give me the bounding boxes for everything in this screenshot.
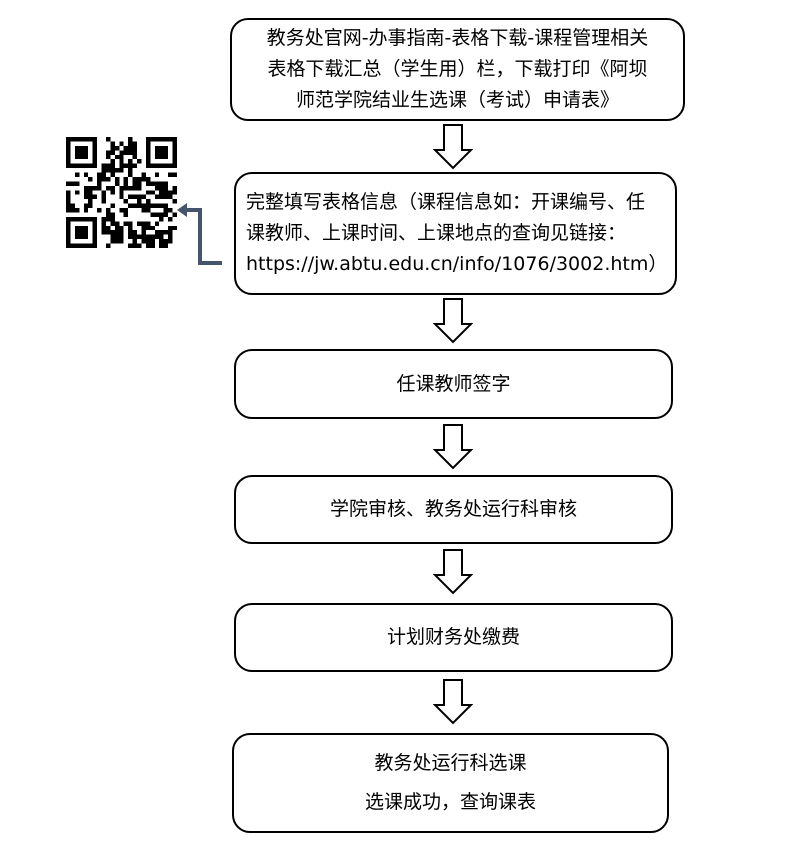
step-2-line: 课教师、上课时间、上课地点的查询见链接： — [246, 222, 627, 244]
step-4-line: 学院审核、教务处运行科审核 — [329, 498, 577, 520]
step-3-teacher-signature: 任课教师签字 — [234, 349, 673, 419]
step-5-payment: 计划财务处缴费 — [234, 603, 673, 672]
down-arrow-icon — [433, 679, 473, 725]
step-1-line: 表格下载汇总（学生用）栏，下载打印《阿坝 — [267, 58, 648, 80]
step-2-line: 完整填写表格信息（课程信息如：开课编号、任 — [246, 191, 646, 213]
step-5-line: 计划财务处缴费 — [386, 626, 520, 648]
step-4-review: 学院审核、教务处运行科审核 — [234, 475, 673, 544]
step-6-course-selection: 教务处运行科选课 选课成功，查询课表 — [232, 733, 669, 833]
down-arrow-icon — [433, 124, 473, 170]
step-2-link[interactable]: https://jw.abtu.edu.cn/info/1076/3002.ht… — [246, 253, 668, 275]
step-1-line: 教务处官网-办事指南-表格下载-课程管理相关 — [266, 27, 649, 49]
step-1-line: 师范学院结业生选课（考试）申请表》 — [295, 89, 619, 111]
connector-arrow-icon — [177, 203, 222, 265]
step-6-line: 选课成功，查询课表 — [364, 791, 536, 813]
step-2-fill-form: 完整填写表格信息（课程信息如：开课编号、任 课教师、上课时间、上课地点的查询见链… — [234, 172, 677, 295]
down-arrow-icon — [433, 298, 473, 344]
step-6-line: 教务处运行科选课 — [374, 752, 527, 774]
down-arrow-icon — [433, 424, 473, 470]
step-3-line: 任课教师签字 — [396, 372, 511, 395]
step-1-download-form: 教务处官网-办事指南-表格下载-课程管理相关 表格下载汇总（学生用）栏，下载打印… — [230, 18, 685, 121]
qr-code-icon — [66, 137, 177, 248]
down-arrow-icon — [433, 549, 473, 595]
